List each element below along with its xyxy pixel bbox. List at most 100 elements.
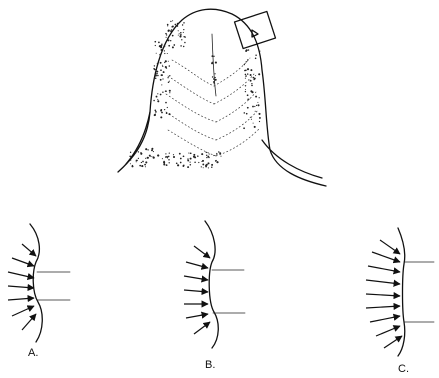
stipple-dot xyxy=(215,79,217,81)
stipple-dot xyxy=(164,50,165,51)
stipple-dot xyxy=(155,74,157,76)
stipple-dot xyxy=(246,61,247,62)
stipple-dot xyxy=(218,151,219,152)
stipple-dot xyxy=(172,20,173,21)
stipple-dot xyxy=(168,61,169,62)
stipple-dot xyxy=(167,24,169,26)
stipple-dot xyxy=(175,26,177,28)
panel-a-label: A. xyxy=(28,347,38,359)
stipple-dot xyxy=(208,167,209,168)
stipple-dot xyxy=(173,156,175,158)
panel-c-arrow xyxy=(372,252,400,262)
stipple-dot xyxy=(157,63,159,65)
stipple-dot xyxy=(190,158,192,160)
stipple-dot xyxy=(220,156,221,157)
stipple-dot xyxy=(187,160,189,162)
stipple-dot xyxy=(160,69,162,71)
stipple-dot xyxy=(169,92,170,93)
panel-c-arrow xyxy=(366,294,400,296)
stipple-dot xyxy=(259,51,260,52)
stipple-dot xyxy=(151,148,153,150)
stipple-dot xyxy=(177,25,179,27)
stipple-dot xyxy=(245,50,247,52)
stipple-dot xyxy=(255,58,257,60)
stipple-dot xyxy=(130,160,131,161)
stipple-dot xyxy=(178,30,179,31)
stipple-dot xyxy=(139,165,141,167)
stipple-dot xyxy=(247,59,248,60)
stipple-dot xyxy=(163,71,165,73)
stipple-dot xyxy=(257,104,259,106)
stipple-dot xyxy=(201,153,203,155)
stipple-dot xyxy=(202,163,204,165)
panel-c-arrow xyxy=(366,280,400,284)
stipple-dot xyxy=(255,75,256,76)
stipple-dot xyxy=(168,156,170,158)
stipple-dot xyxy=(248,49,250,51)
stipple-dot xyxy=(194,162,196,164)
stipple-dot xyxy=(213,81,215,83)
stipple-dot xyxy=(165,60,167,62)
panel-b-arrow xyxy=(184,276,208,280)
stipple-dot xyxy=(138,158,139,159)
stipple-dot xyxy=(169,162,170,163)
stipple-dot xyxy=(130,163,131,164)
stipple-dot xyxy=(171,26,173,28)
stipple-dot xyxy=(168,159,170,161)
stipple-dot xyxy=(187,166,189,168)
stipple-dot xyxy=(155,113,156,114)
stipple-dot xyxy=(160,79,162,81)
panel-b-arrow xyxy=(184,290,208,292)
stipple-dot xyxy=(180,158,182,160)
stipple-dot xyxy=(162,65,163,66)
stipple-dot xyxy=(190,164,192,166)
stipple-dot xyxy=(151,149,153,151)
panel-a: A. xyxy=(8,224,70,359)
stipple-dot xyxy=(258,113,260,115)
stipple-dot xyxy=(155,77,157,79)
stipple-dot xyxy=(183,32,184,33)
stipple-dot xyxy=(156,71,158,73)
panel-b: B. xyxy=(184,221,245,371)
scale-row xyxy=(166,94,216,122)
stipple-dot xyxy=(214,73,215,74)
stipple-dot xyxy=(168,45,170,47)
stipple-dot xyxy=(245,70,247,72)
stipple-dot xyxy=(173,44,175,46)
stipple-dot xyxy=(180,34,182,36)
stipple-dot xyxy=(162,91,163,92)
stipple-dot xyxy=(130,152,131,153)
stipple-dot xyxy=(245,89,246,90)
panel-c-arrow xyxy=(370,316,400,322)
panel-b-arrow xyxy=(194,322,210,334)
stipple-dot xyxy=(213,78,215,80)
stipple-dot xyxy=(255,111,256,112)
stipple-dot xyxy=(167,107,168,108)
stipple-dot xyxy=(194,156,195,157)
scale-row xyxy=(168,76,214,104)
stipple-dot xyxy=(254,106,255,107)
stipple-dot xyxy=(193,154,195,156)
stipple-dot xyxy=(145,166,146,167)
stipple-dot xyxy=(212,62,213,63)
stipple-dot xyxy=(184,42,186,44)
stipple-dot xyxy=(179,33,180,34)
stipple-dot xyxy=(164,53,165,54)
stipple-dot xyxy=(213,56,214,57)
stipple-dot xyxy=(153,157,155,159)
stipple-dot xyxy=(215,77,216,78)
stipple-dot xyxy=(247,107,249,109)
stipple-dot xyxy=(166,156,168,158)
stipple-dot xyxy=(159,54,161,56)
stipple-dot xyxy=(162,158,163,159)
stipple-dot xyxy=(160,116,162,118)
stipple-dot xyxy=(131,165,133,167)
stipple-dot xyxy=(149,155,151,157)
stipple-dot xyxy=(154,41,156,43)
stipple-dot xyxy=(252,106,254,108)
stipple-dot xyxy=(165,90,166,91)
stipple-dot xyxy=(211,55,213,57)
stipple-dot xyxy=(167,77,168,78)
scale-pattern xyxy=(166,58,260,156)
stipple-dot xyxy=(167,39,169,41)
